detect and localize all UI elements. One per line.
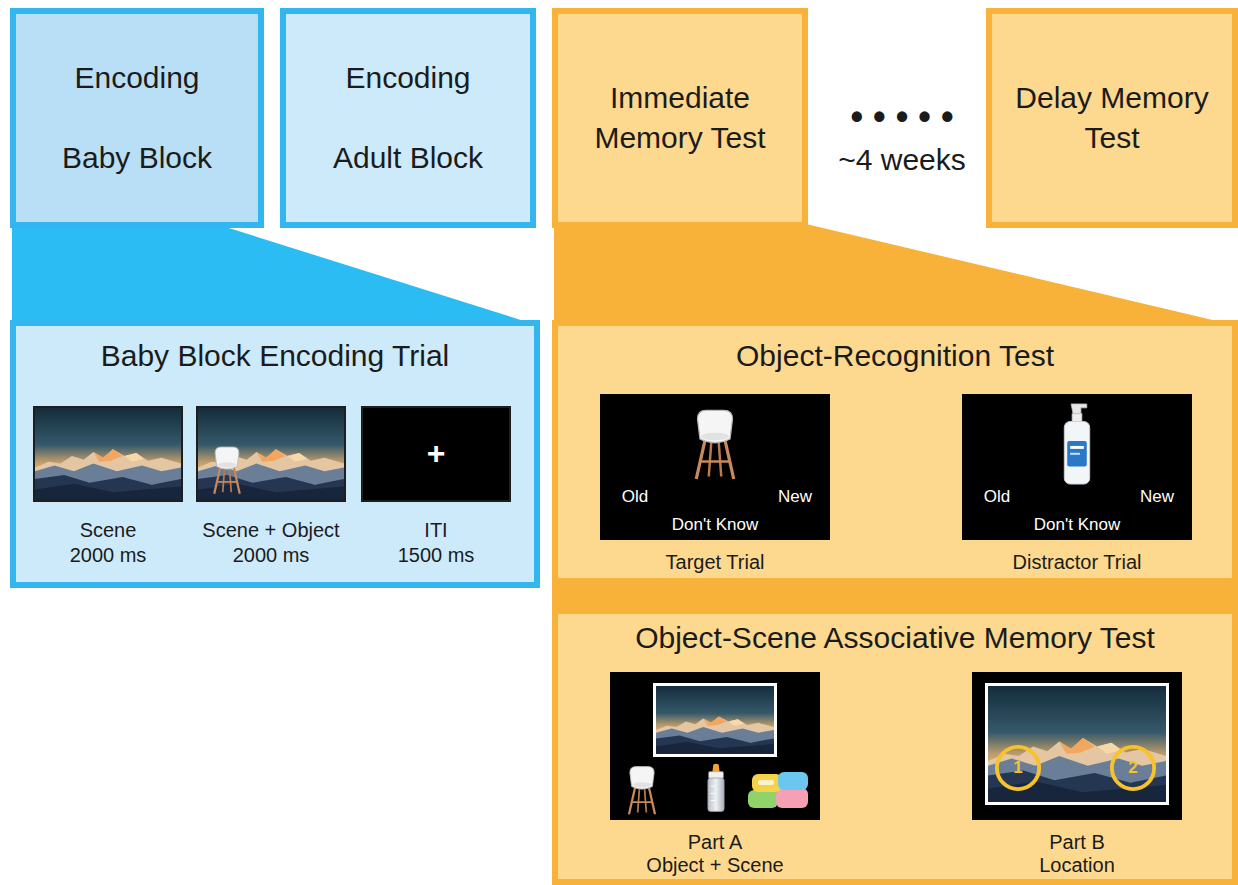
stimulus-screen [33,406,183,502]
screen-thumbnail: 12Part BLocation [972,672,1182,877]
screen-thumbnail: Old NewDon't KnowTarget Trial [600,394,830,575]
screen-text: + [427,436,446,471]
screen-text: Don't Know [1034,516,1120,535]
caption: Object + Scene [646,854,783,877]
lotion-picture [1064,404,1089,484]
stage-label: Encoding [345,58,470,98]
stage-box: EncodingBaby Block [10,8,264,228]
screen-text: New [1140,488,1174,507]
screen-text: New [778,488,812,507]
ring-picture [1112,747,1154,789]
stage-label: Delay Memory Test [1005,78,1220,158]
stage-label: Immediate Memory Test [575,78,785,158]
caption: Distractor Trial [1013,550,1142,575]
caption: ITI [424,518,447,543]
scene-picture [198,408,344,500]
caption: Scene + Object [202,518,339,543]
detail-panel: Object-Scene Associative Memory TestPart… [552,608,1238,885]
stage-label: Baby Block [62,138,212,178]
caption: 2000 ms [233,543,310,568]
scene-picture [656,686,774,754]
panel-title: Baby Block Encoding Trial [101,338,450,374]
ellipsis-dots: • • • • • [850,95,953,138]
panel-title: Object-Recognition Test [736,338,1054,374]
stage-label: Encoding [74,58,199,98]
caption: Target Trial [666,550,765,575]
caption: 2000 ms [70,543,147,568]
stimulus-image [35,408,181,500]
stimulus-screen [610,672,820,820]
screen-text: Don't Know [672,516,758,535]
caption: Part A [688,831,742,854]
screen-text: 2 [1128,759,1137,778]
caption: Location [1039,854,1115,877]
scene-picture [988,686,1166,802]
screen-text: Old [984,488,1010,507]
scene-picture [35,408,181,500]
stimulus-screen: Old NewDon't Know [600,394,830,540]
screen-text: Old [622,488,648,507]
ring-picture [997,747,1039,789]
scene-frame [653,683,777,757]
stage-label: Adult Block [333,138,483,178]
caption: 1500 ms [398,543,475,568]
screen-thumbnail: Scene + Object2000 ms [196,406,346,568]
screen-thumbnail: Old NewDon't KnowDistractor Trial [962,394,1192,575]
scene-frame [985,683,1169,805]
stimulus-image [610,672,820,820]
screen-text: 1 [1013,759,1022,778]
chair-picture [696,410,734,479]
detail-panel: Baby Block Encoding TrialScene2000 msSce… [10,320,540,588]
bottle-picture [708,764,724,812]
stage-box: Delay Memory Test [986,8,1238,228]
chair-picture [214,447,240,494]
chair-picture [629,767,655,815]
stimulus-screen: Old NewDon't Know [962,394,1192,540]
screen-thumbnail: Part AObject + Scene [610,672,820,877]
stimulus-image [972,672,1182,820]
panel-title: Object-Scene Associative Memory Test [635,620,1155,656]
detail-panel: Object-Recognition TestOld NewDon't KnowT… [552,320,1238,584]
stage-box: Immediate Memory Test [552,8,808,228]
zoom-wedge [554,224,1238,326]
stimulus-screen [196,406,346,502]
stimulus-screen: + [361,406,511,502]
stage-box: EncodingAdult Block [280,8,536,228]
caption: Scene [80,518,137,543]
interval-label: ~4 weeks [838,142,966,178]
zoom-wedge [12,224,540,326]
diapers-picture [748,772,808,808]
stimulus-image [198,408,344,500]
screen-thumbnail: Scene2000 ms [33,406,183,568]
screen-thumbnail: + ITI1500 ms [361,406,511,568]
stimulus-screen: 12 [972,672,1182,820]
caption: Part B [1049,831,1105,854]
